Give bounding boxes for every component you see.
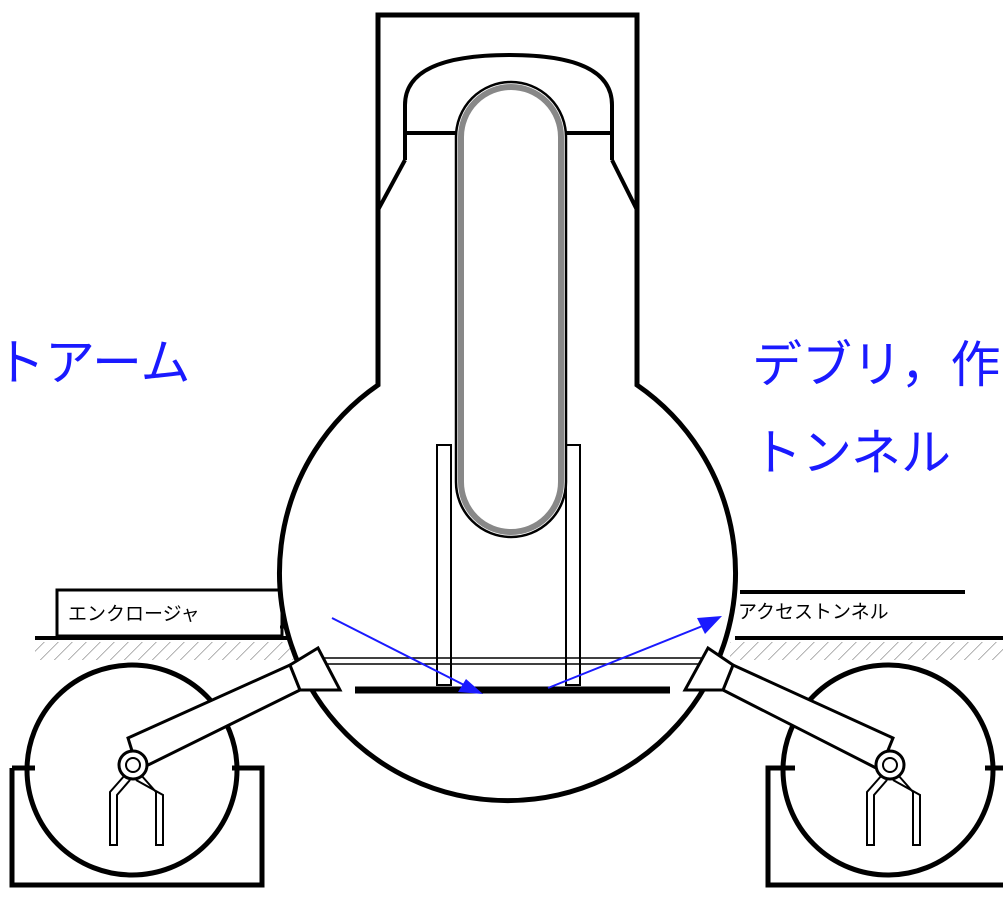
robot-joint-inner-left [125, 757, 141, 773]
label-enclosure: エンクロージャ [68, 603, 200, 625]
robot-gripper-left [109, 774, 164, 846]
vessel-shoulder-right [610, 159, 639, 211]
arrow-head-left-icon [458, 679, 483, 694]
torus-support-left [9, 765, 265, 888]
vessel-shoulder-left [376, 159, 407, 211]
arrow-vessel-to-access-tunnel [547, 624, 706, 689]
pedestal-leg-right [565, 444, 581, 686]
vent-connector-left [288, 645, 343, 692]
label-access-tunnel: アクセストンネル [738, 601, 889, 623]
reactor-pressure-vessel-inner [458, 84, 564, 535]
pedestal-leg-left [436, 444, 452, 686]
label-debris: デブリ，作 [752, 336, 1001, 394]
ground-hatch-right [730, 642, 1003, 660]
label-robot-arm: トアーム [0, 334, 191, 392]
label-tunnel: トンネル [752, 424, 951, 482]
robot-joint-inner-right [882, 757, 898, 773]
reactor-pressure-vessel [454, 80, 568, 539]
enclosure-box [55, 588, 284, 638]
robot-gripper-right [866, 774, 921, 846]
ground-hatch-left [35, 642, 300, 660]
arrow-head-right-icon [697, 616, 722, 634]
torus-support-right [765, 765, 1003, 888]
arrow-enclosure-to-vessel [331, 617, 471, 689]
vent-connector-right [682, 645, 735, 692]
